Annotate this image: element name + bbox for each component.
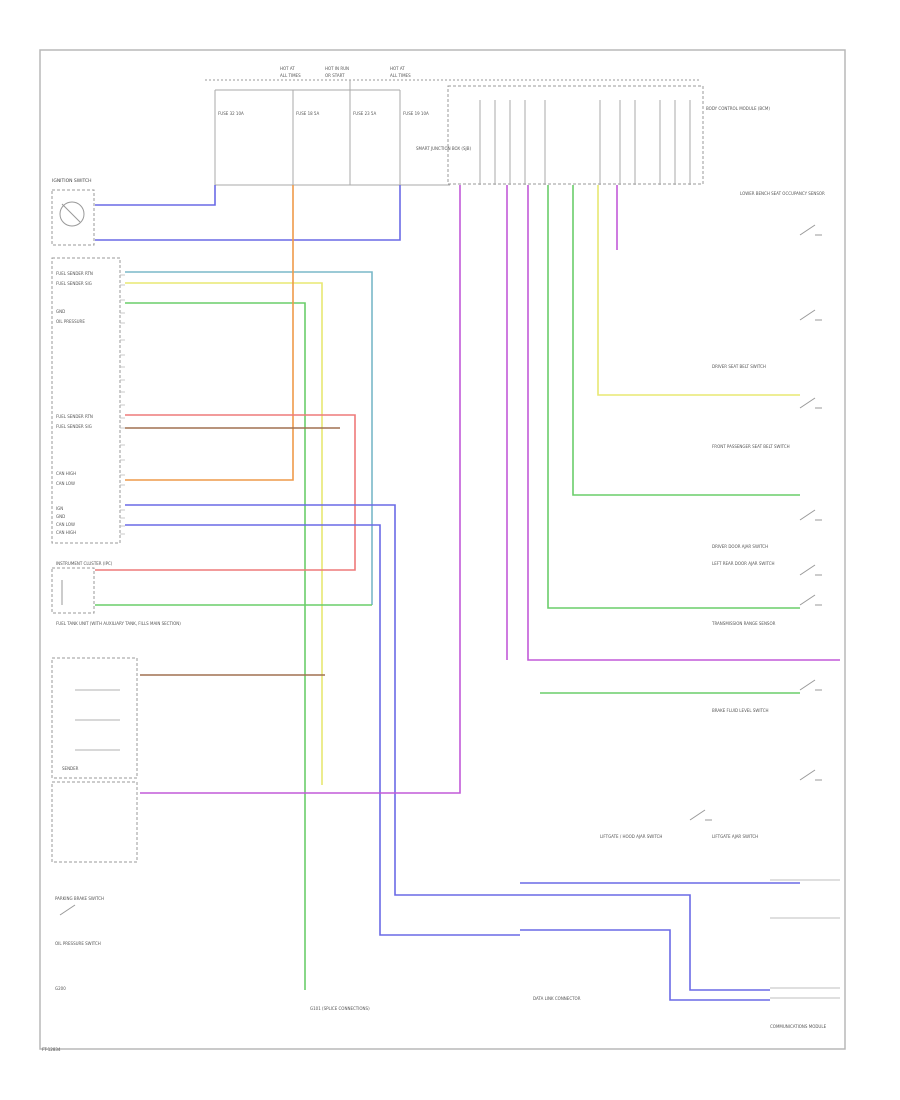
- ipc-pin-11: CAN LOW: [56, 522, 75, 527]
- ipc-pin-2: FUEL SENDER SIG: [56, 281, 92, 286]
- smart-junction-box: [447, 85, 704, 185]
- ground-label: G200: [55, 986, 66, 991]
- ipc-pin-10: GND: [56, 514, 65, 519]
- data-link-label: DATA LINK CONNECTOR: [533, 996, 581, 1001]
- right-comp-7: BRAKE FLUID LEVEL SWITCH: [712, 708, 769, 713]
- oil-pressure-label: OIL PRESSURE SWITCH: [55, 941, 101, 946]
- parking-brake-box: INSTRUMENT CLUSTER (IPC): [51, 561, 113, 614]
- diagram-border: [39, 49, 846, 1050]
- ignition-switch: IGNITION SWITCH: [51, 178, 95, 246]
- fuse-bus: HOT AT HOT IN RUN HOT AT ALL TIMES OR ST…: [205, 66, 770, 186]
- wire-green-4: [125, 302, 306, 990]
- ignition-switch-label: IGNITION SWITCH: [52, 178, 92, 184]
- ipc-pin-9: IGN: [56, 506, 63, 511]
- fuse-header2-3: ALL TIMES: [390, 73, 411, 78]
- ipc-pin-6: FUEL SENDER SIG: [56, 424, 92, 429]
- fuse-label-1: FUSE 32 10A: [218, 111, 244, 116]
- sender-label: SENDER: [62, 766, 79, 771]
- ipc-pin-12: CAN HIGH: [56, 530, 76, 535]
- wire-yellow-16: [597, 185, 800, 396]
- body-control-label: BODY CONTROL MODULE (BCM): [706, 106, 770, 111]
- wire-blue-0: [95, 185, 216, 206]
- fuse-header-2: HOT IN RUN: [325, 66, 349, 71]
- right-comp-8: LIFTGATE AJAR SWITCH: [712, 834, 758, 839]
- fuse-label-3: FUSE 23 5A: [353, 111, 376, 116]
- wire-green-15: [572, 185, 800, 496]
- wire-blue-21: [520, 929, 770, 1001]
- wire-violet-12: [140, 185, 461, 794]
- ground-note: G101 (SPLICE CONNECTIONS): [310, 1006, 370, 1011]
- wire-blue-11: [125, 524, 520, 936]
- right-comp-6: TRANSMISSION RANGE SENSOR: [711, 621, 776, 626]
- module-label: COMMUNICATIONS MODULE: [770, 1024, 827, 1029]
- wire-yellow-3: [125, 282, 323, 785]
- wire-green-14: [547, 185, 800, 609]
- wire-blue-1: [95, 185, 401, 241]
- right-comp-3: FRONT PASSENGER SEAT BELT SWITCH: [712, 444, 790, 449]
- fuse-header-3: HOT AT: [390, 66, 405, 71]
- wire-red-7: [95, 414, 356, 571]
- bottom-labels: G101 (SPLICE CONNECTIONS) DATA LINK CONN…: [42, 996, 827, 1052]
- right-comp-1: LOWER BENCH SEAT OCCUPANCY SENSOR: [740, 191, 825, 196]
- parking-brake-label: PARKING BRAKE SWITCH: [55, 896, 104, 901]
- ipc-pin-5: FUEL SENDER RTN: [56, 414, 93, 419]
- smart-junction-label: SMART JUNCTION BOX (SJB): [416, 146, 471, 151]
- fuse-label-4: FUSE 19 10A: [403, 111, 429, 116]
- bcm-pins: [479, 100, 691, 185]
- parking-brake-switch: PARKING BRAKE SWITCH OIL PRESSURE SWITCH…: [55, 896, 104, 991]
- ipc-pin-1: FUEL SENDER RTN: [56, 271, 93, 276]
- instrument-cluster: FUEL SENDER RTN FUEL SENDER SIG GND OIL …: [51, 257, 125, 544]
- fuse-header2-2: OR START: [325, 73, 345, 78]
- ipc-pin-8: CAN LOW: [56, 481, 75, 486]
- fuse-label-2: FUSE 18 5A: [296, 111, 319, 116]
- wire-cyan-2: [125, 271, 373, 605]
- fuel-tank-unit: FUEL TANK UNIT (WITH AUXILIARY TANK, FIL…: [51, 621, 181, 863]
- right-comp-4: DRIVER DOOR AJAR SWITCH: [712, 544, 768, 549]
- right-comp-9: LIFTGATE / HOOD AJAR SWITCH: [600, 834, 662, 839]
- wire-violet-13: [527, 185, 840, 661]
- footer-code: FT-12834: [42, 1047, 61, 1052]
- ipc-pin-3: GND: [56, 309, 65, 314]
- right-comp-2: DRIVER SEAT BELT SWITCH: [712, 364, 766, 369]
- wire-blue-10: [125, 504, 520, 896]
- wire-orange-6: [125, 185, 294, 481]
- ipc-pin-7: CAN HIGH: [56, 471, 76, 476]
- fuse-header2-1: ALL TIMES: [280, 73, 301, 78]
- right-comp-5: LEFT REAR DOOR AJAR SWITCH: [712, 561, 775, 566]
- ipc-box-label: INSTRUMENT CLUSTER (IPC): [56, 561, 113, 566]
- wire-layer: [95, 185, 840, 1001]
- ipc-pin-4: OIL PRESSURE: [56, 319, 85, 324]
- right-components: LOWER BENCH SEAT OCCUPANCY SENSOR DRIVER…: [600, 191, 840, 999]
- wire-blue-20: [520, 894, 770, 991]
- fuse-header-1: HOT AT: [280, 66, 295, 71]
- tank-unit-label: FUEL TANK UNIT (WITH AUXILIARY TANK, FIL…: [56, 621, 181, 626]
